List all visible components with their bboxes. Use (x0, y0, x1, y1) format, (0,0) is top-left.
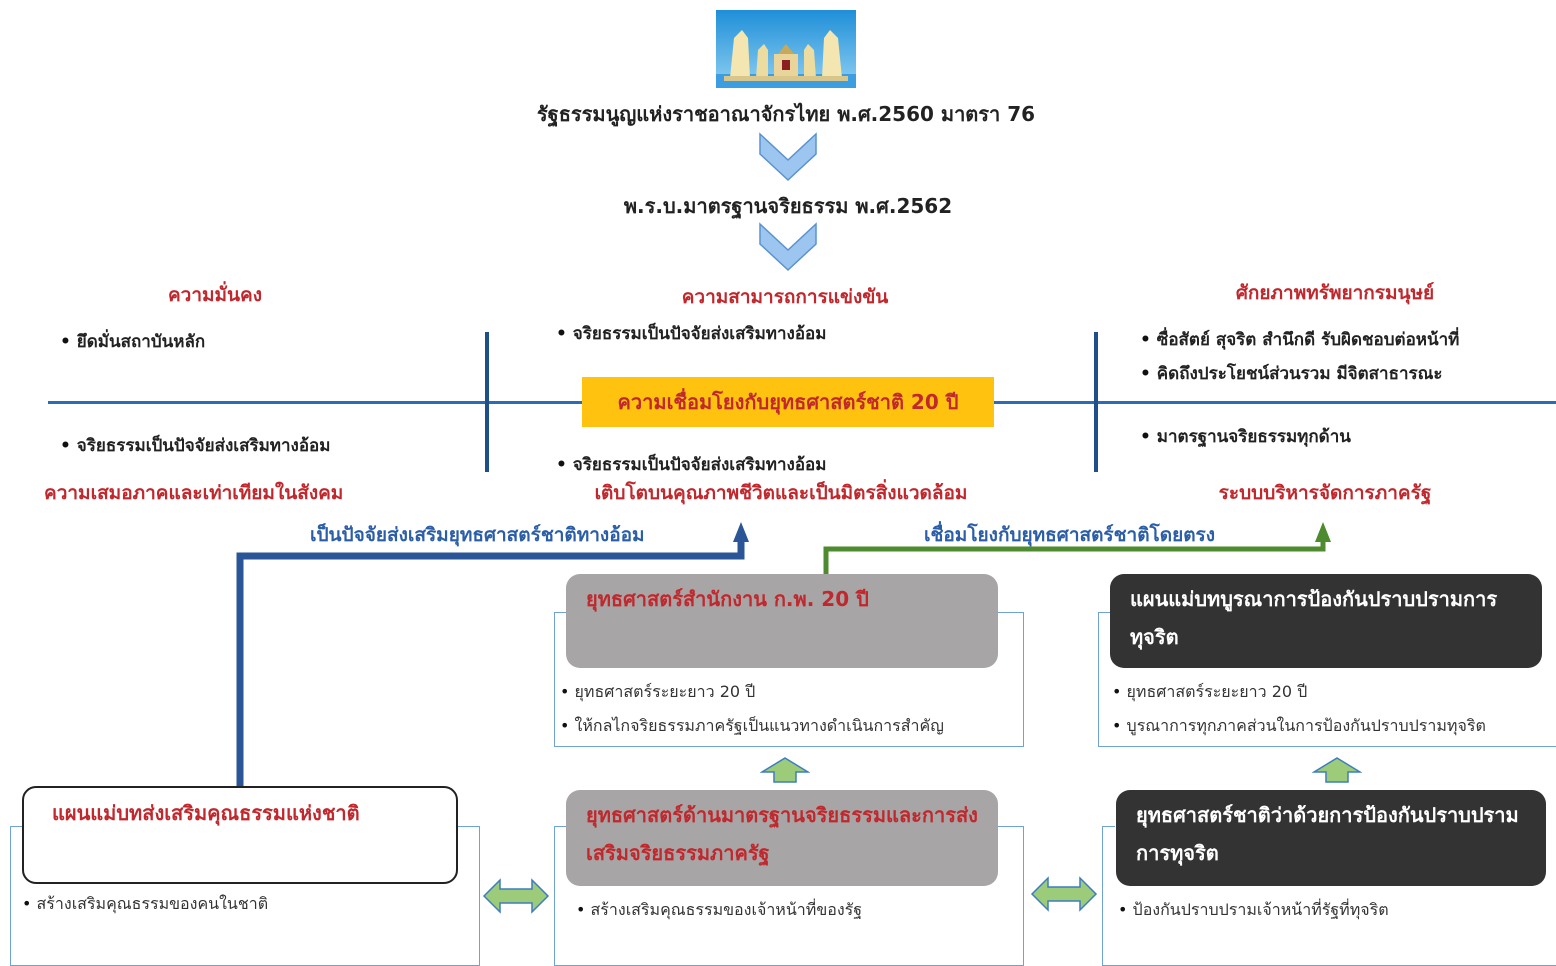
arrow-up-icon (1315, 522, 1331, 542)
anticorruption-plan-bullet-1: ยุทธศาสตร์ระยะยาว 20 ปี (1112, 680, 1308, 705)
anticorruption-plan-bullet-2: บูรณาการทุกภาคส่วนในการป้องกันปราบปรามทุ… (1112, 714, 1486, 739)
chevron-down-icon (758, 132, 818, 186)
human-bullet-1: ซื่อสัตย์ สุจริต สำนึกดี รับผิดชอบต่อหน้… (1140, 326, 1460, 353)
equality-bullet: จริยธรรมเป็นปัจจัยส่งเสริมทางอ้อม (60, 432, 331, 459)
admin-bullet: มาตรฐานจริยธรรมทุกด้าน (1140, 423, 1351, 450)
human-bullet-2: คิดถึงประโยชน์ส่วนรวม มีจิตสาธารณะ (1140, 360, 1443, 387)
monument-icon (716, 10, 856, 88)
anticorruption-strategy-box: ยุทธศาสตร์ชาติว่าด้วยการป้องกันปราบปรามก… (1116, 790, 1546, 886)
double-arrow-icon (1030, 874, 1098, 918)
constitution-title: รัฐธรรมนูญแห่งราชอาณาจักรไทย พ.ศ.2560 มา… (536, 102, 1036, 126)
vertical-divider-right (1094, 332, 1098, 472)
anticorruption-plan-frame (1098, 612, 1556, 747)
ethics-strategy-box: ยุทธศาสตร์ด้านมาตรฐานจริยธรรมและการส่งเส… (566, 790, 998, 886)
growth-bullet: จริยธรรมเป็นปัจจัยส่งเสริมทางอ้อม (556, 451, 827, 478)
anticorruption-strategy-bullet: ป้องกันปราบปรามเจ้าหน้าที่รัฐที่ทุจริต (1118, 898, 1389, 923)
security-bullet: ยึดมั่นสถาบันหลัก (60, 328, 205, 355)
act-title: พ.ร.บ.มาตรฐานจริยธรรม พ.ศ.2562 (623, 194, 953, 218)
anticorruption-plan-box: แผนแม่บทบูรณาการป้องกันปราบปรามการทุจริต (1110, 574, 1542, 668)
pillar-growth-title: เติบโตบนคุณภาพชีวิตและเป็นมิตรสิ่งแวดล้อ… (594, 482, 968, 504)
arrow-up-icon (1311, 756, 1363, 788)
double-arrow-icon (482, 876, 550, 920)
indirect-link-label: เป็นปัจจัยส่งเสริมยุทธศาสตร์ชาติทางอ้อม (310, 524, 645, 546)
direct-connector (823, 540, 1326, 578)
chevron-down-icon (758, 222, 818, 276)
ocsc-bullet-2: ให้กลไกจริยธรรมภาครัฐเป็นแนวทางดำเนินการ… (560, 714, 944, 739)
virtue-plan-bullet: สร้างเสริมคุณธรรมของคนในชาติ (22, 892, 269, 917)
ocsc-frame (554, 612, 1024, 747)
competitiveness-bullet: จริยธรรมเป็นปัจจัยส่งเสริมทางอ้อม (556, 320, 827, 347)
pillar-admin-title: ระบบบริหารจัดการภาครัฐ (1218, 482, 1432, 504)
pillar-competitiveness-title: ความสามารถการแข่งขัน (681, 286, 889, 308)
pillar-equality-title: ความเสมอภาคและเท่าเทียมในสังคม (44, 482, 344, 504)
ocsc-bullet-1: ยุทธศาสตร์ระยะยาว 20 ปี (560, 680, 756, 705)
center-label: ความเชื่อมโยงกับยุทธศาสตร์ชาติ 20 ปี (582, 377, 994, 427)
ocsc-strategy-box: ยุทธศาสตร์สำนักงาน ก.พ. 20 ปี (566, 574, 998, 668)
vertical-divider-left (485, 332, 489, 472)
arrow-up-icon (759, 756, 811, 788)
virtue-plan-box: แผนแม่บทส่งเสริมคุณธรรมแห่งชาติ (22, 786, 458, 884)
arrow-up-icon (733, 522, 749, 542)
pillar-security-title: ความมั่นคง (167, 284, 263, 306)
ethics-strategy-bullet: สร้างเสริมคุณธรรมของเจ้าหน้าที่ของรัฐ (576, 898, 863, 923)
pillar-human-title: ศักยภาพทรัพยากรมนุษย์ (1235, 282, 1435, 304)
indirect-connector (236, 540, 745, 790)
direct-link-label: เชื่อมโยงกับยุทธศาสตร์ชาติโดยตรง (924, 524, 1216, 546)
